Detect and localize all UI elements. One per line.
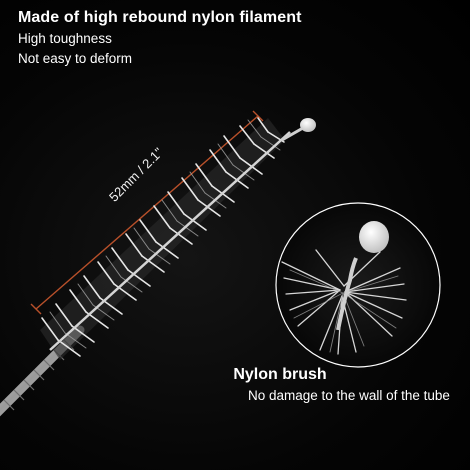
callout-title: Nylon brush [233, 366, 327, 383]
feature-not-easy-to-deform: Not easy to deform [18, 51, 133, 66]
brush-tip [281, 118, 316, 142]
headline: Made of high rebound nylon filament [18, 9, 302, 26]
callout-description: No damage to the wall of the tube [248, 388, 450, 403]
zoom-callout-circle [275, 202, 441, 368]
brush-bristles [40, 117, 291, 360]
feature-high-toughness: High toughness [18, 31, 112, 46]
